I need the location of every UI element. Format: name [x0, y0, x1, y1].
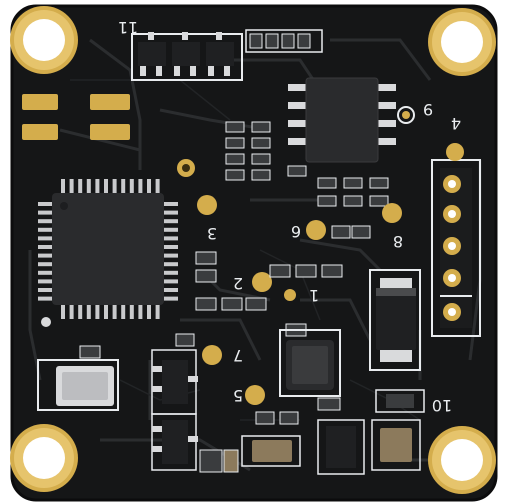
label-3: 3: [207, 224, 217, 243]
transistor-array: [131, 32, 243, 81]
qfp-pin: [38, 245, 52, 249]
qfp-pin: [164, 202, 178, 206]
qfp-pin: [164, 210, 178, 215]
mounting-hole-br: [428, 426, 496, 494]
qfp-pin: [164, 279, 178, 284]
soic8-chip: [288, 77, 396, 163]
qfp-microcontroller: [38, 179, 178, 319]
qfp-pin: [95, 305, 100, 319]
solder-pads: [22, 94, 130, 140]
crystal-oscillator: [37, 345, 119, 411]
label-11: 11: [118, 18, 138, 37]
qfp-pin: [104, 305, 108, 319]
qfp-pin: [129, 305, 134, 319]
mounting-hole-tl: [10, 6, 78, 74]
qfp-pin: [164, 227, 178, 232]
qfp-pin: [164, 262, 178, 267]
qfp-pin: [38, 253, 52, 258]
mounting-hole-tr: [428, 8, 496, 76]
qfp-pin: [61, 305, 65, 319]
test-pads: [197, 195, 402, 405]
qfp-pin: [138, 179, 143, 193]
qfp-pin: [164, 219, 178, 224]
label-1: 1: [309, 286, 319, 305]
qfp-pin: [164, 245, 178, 249]
qfp-pin: [78, 179, 83, 193]
qfp-pin: [104, 179, 108, 193]
qfp-pin: [38, 288, 52, 292]
label-6: 6: [291, 222, 301, 241]
sot-components: [151, 349, 198, 471]
qfp-pin: [112, 305, 117, 319]
qfp-pin: [164, 253, 178, 258]
passive-cluster-2: [195, 251, 343, 337]
bottom-components: [175, 333, 425, 475]
qfp-pin: [147, 305, 151, 319]
qfp-pin: [164, 236, 178, 241]
silkscreen-labels: 11 9 3 6 8 2 1 7 5 10 4: [118, 18, 461, 415]
qfp-pin: [86, 179, 91, 193]
qfp-pin: [38, 227, 52, 232]
qfp-pin: [95, 179, 100, 193]
qfp-pin: [155, 305, 160, 319]
qfp-pin: [164, 296, 178, 301]
qfp-pin: [147, 179, 151, 193]
qfp-pin: [78, 305, 83, 319]
label-2: 2: [233, 274, 243, 293]
qfp-pin: [38, 270, 52, 275]
qfp-pin: [112, 179, 117, 193]
label-9: 9: [423, 100, 433, 119]
qfp-pin: [164, 288, 178, 292]
label-4: 4: [451, 114, 461, 133]
fiducial: [41, 317, 51, 327]
pin-header: [431, 143, 481, 337]
qfp-pin: [38, 279, 52, 284]
test-pad-9: [397, 106, 415, 124]
qfp-pin: [38, 202, 52, 206]
qfp-pin: [38, 296, 52, 301]
qfp-pin: [121, 179, 126, 193]
qfp-pin: [38, 219, 52, 224]
qfp-pin: [38, 262, 52, 267]
label-7: 7: [233, 346, 243, 365]
qfp-pin: [86, 305, 91, 319]
qfp-pin: [38, 210, 52, 215]
qfp-pin: [69, 179, 74, 193]
passive-cluster: [225, 121, 389, 239]
label-10: 10: [432, 396, 452, 415]
qfp-pin: [164, 270, 178, 275]
qfp-pin: [69, 305, 74, 319]
power-inductor: [279, 329, 341, 397]
resistor-row-top: [245, 29, 323, 53]
qfp-pin: [138, 305, 143, 319]
label-8: 8: [393, 232, 403, 251]
qfp-pin: [61, 179, 65, 193]
qfp-pin: [38, 236, 52, 241]
qfp-pin: [121, 305, 126, 319]
qfp-pin: [155, 179, 160, 193]
mounting-hole-bl: [10, 424, 78, 492]
qfp-pin: [129, 179, 134, 193]
schottky-diode: [369, 269, 421, 371]
label-5: 5: [233, 386, 243, 405]
